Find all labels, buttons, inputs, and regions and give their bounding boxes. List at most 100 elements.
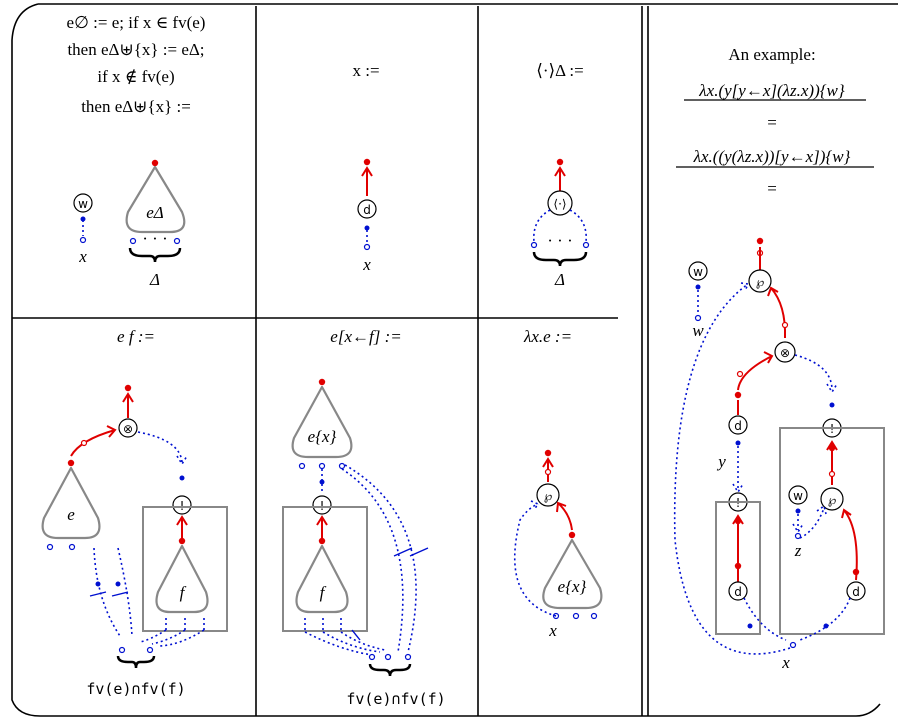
c5-bang-dot xyxy=(319,479,325,485)
c7-par-label-1: ℘ xyxy=(756,275,765,289)
c4-box xyxy=(142,506,228,632)
c5-f-wires xyxy=(304,618,342,632)
c2-header: x := xyxy=(352,61,379,80)
c5-bang-node xyxy=(312,495,332,515)
c5-cut-marks xyxy=(393,547,429,557)
c4-tri-e-label: e xyxy=(67,505,75,524)
c5-e-wires xyxy=(341,464,417,653)
c7-w-dot xyxy=(695,284,701,290)
c7-d2-dot xyxy=(747,623,753,629)
c7-w-label: w xyxy=(692,321,704,340)
c7-red-box-1 xyxy=(732,514,744,582)
c6-tri-root xyxy=(568,531,576,539)
c5-triangle-f xyxy=(295,544,349,614)
c3-port-2 xyxy=(582,241,590,249)
c7-weak-node-2 xyxy=(788,485,808,505)
cell-box-definition: ⟨·⟩Δ := ⟨·⟩ · · · Δ xyxy=(530,61,590,289)
c7-line3: λx.((y(λz.x))[y←x]){w} xyxy=(693,147,851,166)
c7-y-label: y xyxy=(716,452,726,471)
c1-var: x xyxy=(78,247,87,266)
c4-out-1 xyxy=(118,646,126,654)
c4-red-port xyxy=(80,439,88,447)
c5-tri-e-label: e{x} xyxy=(308,427,337,446)
c7-red-app xyxy=(737,351,774,391)
c1-tri-port-1 xyxy=(129,237,137,245)
cell-application-definition: e f := ⊗ e ! f fv(e)∩fv(f) xyxy=(41,327,228,698)
c4-e-port-2 xyxy=(68,543,76,551)
c4-blue-arg xyxy=(137,431,188,466)
c7-par-label-2: ℘ xyxy=(828,493,837,507)
c7-weak-label-1: w xyxy=(693,265,703,279)
c6-root xyxy=(544,449,552,457)
c7-lam-port xyxy=(781,321,789,329)
c5-f-root xyxy=(318,537,326,545)
cell-weakening-definition: e∅ := e; if x ∈ fv(e) then eΔ⊎{x} := eΔ;… xyxy=(67,13,206,289)
c7-z-label: z xyxy=(794,541,802,560)
c5-box xyxy=(282,506,368,632)
c2-port xyxy=(363,243,371,251)
c7-line2: λx.(y[y←x](λz.x)){w} xyxy=(698,81,845,100)
c7-z-wire xyxy=(792,514,804,534)
c2-red-wire xyxy=(361,166,373,196)
c6-par-label: ℘ xyxy=(544,489,553,503)
c7-blue-arg xyxy=(794,354,838,394)
c5-tri-f-label: f xyxy=(320,583,327,602)
c6-triangle xyxy=(542,538,603,610)
c5-brace xyxy=(368,663,412,677)
c2-d-node xyxy=(357,199,377,219)
c1-tri-label: eΔ xyxy=(146,203,164,222)
c4-triangle-f xyxy=(155,544,209,614)
cell-abstraction-definition: λx.e := ℘ e{x} x xyxy=(513,327,603,640)
c3-root xyxy=(556,158,564,166)
c4-tensor-label: ⊗ xyxy=(123,422,133,436)
c5-out-1 xyxy=(368,653,376,661)
c5-cut-mark-3 xyxy=(351,629,361,641)
c3-brace xyxy=(532,251,588,267)
c6-red-body xyxy=(556,501,573,531)
c6-var: x xyxy=(548,621,557,640)
c4-red-out xyxy=(122,392,134,418)
c1-dot xyxy=(80,216,86,222)
c7-y-dot xyxy=(735,440,741,446)
c4-tri-f-label: f xyxy=(180,583,187,602)
c7-y-wire xyxy=(732,446,744,494)
cell-substitution-definition: e[x←f] := e{x} ! f fv(e)∩fv(f) xyxy=(282,327,446,708)
c7-d-node-3 xyxy=(846,581,866,601)
c7-d-node-2 xyxy=(728,581,748,601)
c1-port xyxy=(79,236,87,244)
c1-brace xyxy=(128,247,182,263)
c7-d3-dot xyxy=(823,623,829,629)
c4-e-wires xyxy=(93,547,133,637)
c4-red-app xyxy=(70,425,117,457)
c1-line3: if x ∉ fv(e) xyxy=(97,67,174,86)
c6-port-3 xyxy=(590,612,598,620)
c5-triangle-e xyxy=(291,385,353,459)
c2-root xyxy=(363,158,371,166)
c7-root xyxy=(756,237,764,245)
c7-weak-node-1 xyxy=(688,261,708,281)
c4-bang-node xyxy=(172,495,192,515)
c6-red-port xyxy=(544,468,552,476)
c4-header: e f := xyxy=(117,327,155,346)
c7-inner-dot xyxy=(852,568,860,576)
c4-arg-dot xyxy=(179,475,185,481)
c5-e-port-3 xyxy=(338,462,346,470)
c7-box-1 xyxy=(715,501,761,635)
c7-blue-d3 xyxy=(799,597,851,641)
cell-example: An example: λx.(y[y←x](λz.x)){w} = λx.((… xyxy=(673,45,885,672)
c7-box-2 xyxy=(779,427,885,635)
c5-footer: fv(e)∩fv(f) xyxy=(346,690,445,708)
c5-out-3 xyxy=(404,653,412,661)
c5-out-2 xyxy=(384,653,392,661)
c4-red-box xyxy=(176,515,188,538)
c6-par-node xyxy=(536,483,560,507)
c7-par-node-1 xyxy=(748,269,772,293)
c7-tensor-node xyxy=(774,341,796,363)
c7-d-label-3: d xyxy=(852,585,860,599)
c7-eq2: = xyxy=(767,179,777,198)
c7-red-lam-body xyxy=(767,286,787,339)
c6-port-2 xyxy=(572,612,580,620)
c6-header: λx.e := xyxy=(523,327,572,346)
c1-weak-node xyxy=(73,193,93,213)
c1-line4: then eΔ⊎{x} := xyxy=(81,97,191,116)
